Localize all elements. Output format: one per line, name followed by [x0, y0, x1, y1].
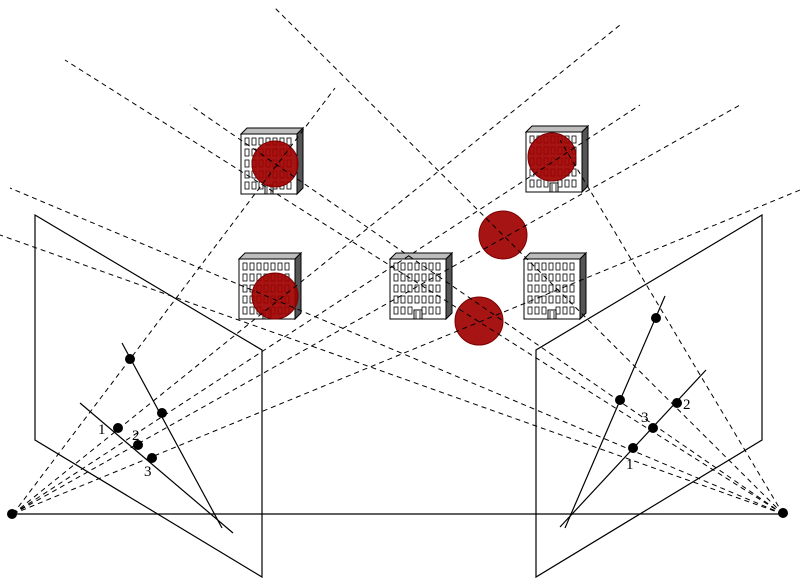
right-point-2	[672, 398, 682, 408]
left-label-3: 3	[144, 464, 152, 480]
right-point	[651, 313, 661, 323]
right-label-1: 1	[626, 457, 634, 473]
left-point	[125, 354, 135, 364]
right-point-1	[628, 443, 638, 453]
right-point	[615, 395, 625, 405]
building-icon	[389, 252, 453, 320]
right-camera-rays	[0, 7, 784, 515]
left-point-1	[113, 423, 123, 433]
left-image-plane	[34, 213, 263, 579]
right-label-2: 2	[683, 397, 691, 413]
right-camera-center	[778, 508, 788, 518]
right-label-3: 3	[641, 410, 649, 426]
right-image-plane	[535, 213, 763, 579]
left-epipolar-lines	[79, 342, 234, 534]
left-point	[157, 408, 167, 418]
feature-point	[527, 132, 577, 182]
right-point-3	[648, 423, 658, 433]
left-label-1: 1	[98, 422, 106, 438]
left-point-2	[133, 440, 143, 450]
left-point-3	[147, 453, 157, 463]
left-camera-center	[7, 509, 17, 519]
feature-point	[251, 272, 299, 320]
left-label-2: 2	[132, 428, 140, 444]
feature-point	[454, 296, 504, 346]
